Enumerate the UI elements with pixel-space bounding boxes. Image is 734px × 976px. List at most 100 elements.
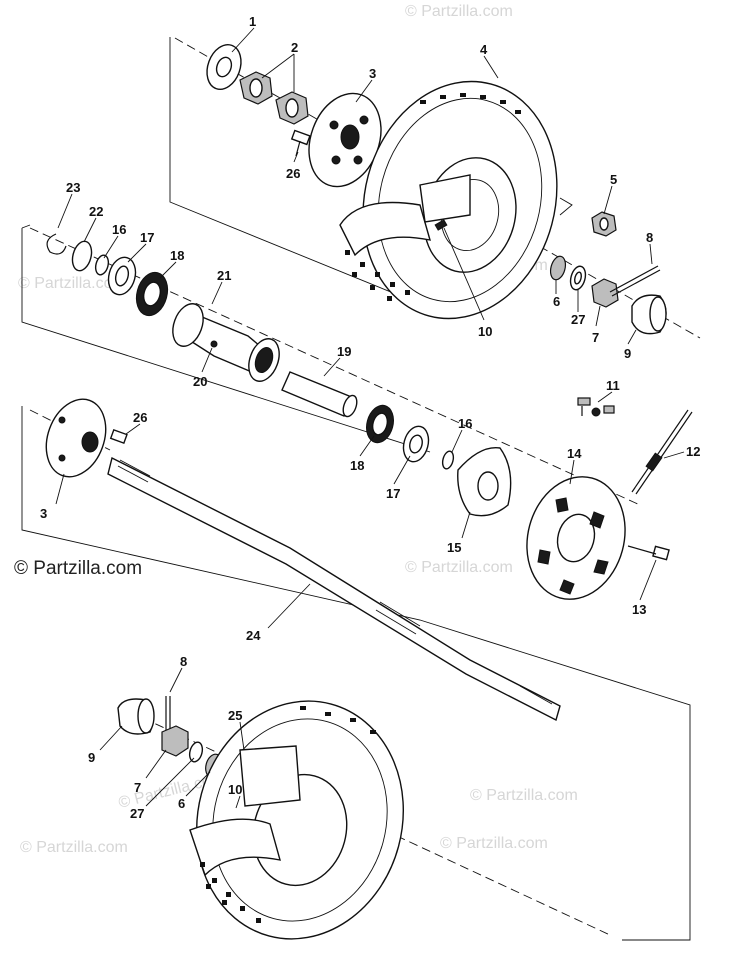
- bearing-part-18-bottom: [366, 404, 394, 444]
- callout-8-bottom: 8: [180, 654, 187, 669]
- watermark-text: © Partzilla.com: [405, 3, 513, 20]
- hub-plate-part-3-bottom: [45, 398, 107, 478]
- sprocket-part-14: [526, 476, 626, 600]
- callout-18-bottom: 18: [350, 458, 364, 473]
- leader-7-top: [595, 305, 601, 327]
- watermark-text: © Partzilla.com: [18, 275, 126, 292]
- callout-4: 4: [480, 42, 488, 57]
- callout-5: 5: [610, 172, 617, 187]
- washer-part-1: [206, 44, 242, 90]
- bolt-part-26-top: [290, 129, 311, 157]
- castle-nut-part-7-bottom: [161, 725, 189, 757]
- leader-2a: [261, 53, 295, 79]
- callout-13: 13: [632, 602, 646, 617]
- leader-24: [267, 583, 311, 629]
- bolt-part-13: [627, 545, 670, 561]
- cable-part-12: [631, 409, 693, 495]
- axle-boundary: [21, 406, 691, 941]
- callout-10-top: 10: [478, 324, 492, 339]
- leader-19: [323, 357, 341, 377]
- callout-9-bottom: 9: [88, 750, 95, 765]
- leader-18-bottom: [359, 435, 375, 457]
- leader-20: [201, 347, 213, 373]
- leader-3-bottom: [55, 473, 65, 505]
- lower-centerline: [129, 711, 611, 936]
- cotter-pin-part-8-top: [609, 265, 661, 297]
- callout-19: 19: [337, 344, 351, 359]
- ring-part-16-bottom: [441, 450, 455, 470]
- leader-10-top: [443, 227, 485, 321]
- callout-3-top: 3: [369, 66, 376, 81]
- callout-6-top: 6: [553, 294, 560, 309]
- callout-3-bottom: 3: [40, 506, 47, 521]
- bearing-part-17-bottom: [402, 425, 430, 463]
- callout-6-bottom: 6: [178, 796, 185, 811]
- leader-16-bottom: [451, 429, 463, 453]
- boundary-tick: [21, 224, 31, 229]
- tread-blocks: [345, 93, 521, 301]
- callout-23: 23: [66, 180, 80, 195]
- leader-18-top: [159, 261, 177, 279]
- leader-4: [483, 55, 499, 79]
- callout-10-bottom: 10: [228, 782, 242, 797]
- leader-9-top: [627, 329, 637, 345]
- leader-3-top: [355, 79, 373, 103]
- callout-1: 1: [249, 14, 256, 29]
- leader-13: [639, 559, 657, 601]
- callout-7-top: 7: [592, 330, 599, 345]
- leader-17-top: [127, 243, 147, 263]
- washer-part-27-top: [569, 265, 587, 291]
- spacer-tube-part-19: [281, 371, 358, 418]
- callout-26-top: 26: [286, 166, 300, 181]
- leader-21: [211, 281, 223, 305]
- hub-plate-part-3: [308, 92, 382, 188]
- callout-15: 15: [447, 540, 461, 555]
- callout-20: 20: [193, 374, 207, 389]
- leader-26-top: [293, 151, 299, 163]
- leader-26-bottom: [125, 423, 141, 435]
- tread-blocks: [200, 706, 376, 923]
- tire-part-25-lower: [189, 700, 405, 940]
- leader-22: [83, 217, 97, 243]
- bearing-part-17-top: [107, 256, 137, 296]
- sprocket-hub-part-15: [457, 446, 512, 517]
- callout-11: 11: [606, 378, 620, 393]
- leader-16-top: [103, 235, 119, 259]
- callout-16-top: 16: [112, 222, 126, 237]
- nut-part-5: [591, 211, 617, 237]
- leader-14: [569, 459, 575, 485]
- bearing-housing-part-21: [172, 303, 280, 382]
- washer-part-6-top: [549, 255, 567, 281]
- watermark-text: © Partzilla.com: [470, 787, 578, 804]
- leader-1: [231, 27, 255, 53]
- watermark-text: © Partzilla.com: [405, 559, 513, 576]
- snap-ring-part-23: [46, 233, 67, 255]
- leader-6-bottom: [185, 771, 211, 797]
- callout-27-bottom: 27: [130, 806, 144, 821]
- callout-22: 22: [89, 204, 103, 219]
- callout-21: 21: [217, 268, 231, 283]
- callout-8-top: 8: [646, 230, 653, 245]
- bearing-part-18-top: [135, 271, 169, 317]
- castle-nut-part-7-top: [591, 278, 619, 308]
- callout-24: 24: [246, 628, 261, 643]
- watermark-text: © Partzilla.com: [440, 835, 548, 852]
- callout-26-bottom: 26: [133, 410, 147, 425]
- bearing-group-boundary: [21, 228, 431, 453]
- washer-part-27-bottom: [188, 741, 204, 763]
- boundary-lines: [21, 37, 691, 941]
- leader-15: [461, 511, 471, 539]
- cap-part-9-bottom: [117, 698, 155, 735]
- leader-27-bottom: [145, 757, 195, 807]
- callout-7-bottom: 7: [134, 780, 141, 795]
- callout-14: 14: [567, 446, 582, 461]
- ring-part-16-top: [94, 254, 110, 276]
- watermark-text: © Partzilla.com: [20, 839, 128, 856]
- callout-18-top: 18: [170, 248, 184, 263]
- seal-part-22: [71, 240, 93, 272]
- callout-labels: 1 2 3 4 26 5 8 10 6 27 7 9 23 22 16 17 1…: [40, 14, 700, 821]
- leader-25: [239, 721, 245, 751]
- leader-7-bottom: [145, 749, 167, 779]
